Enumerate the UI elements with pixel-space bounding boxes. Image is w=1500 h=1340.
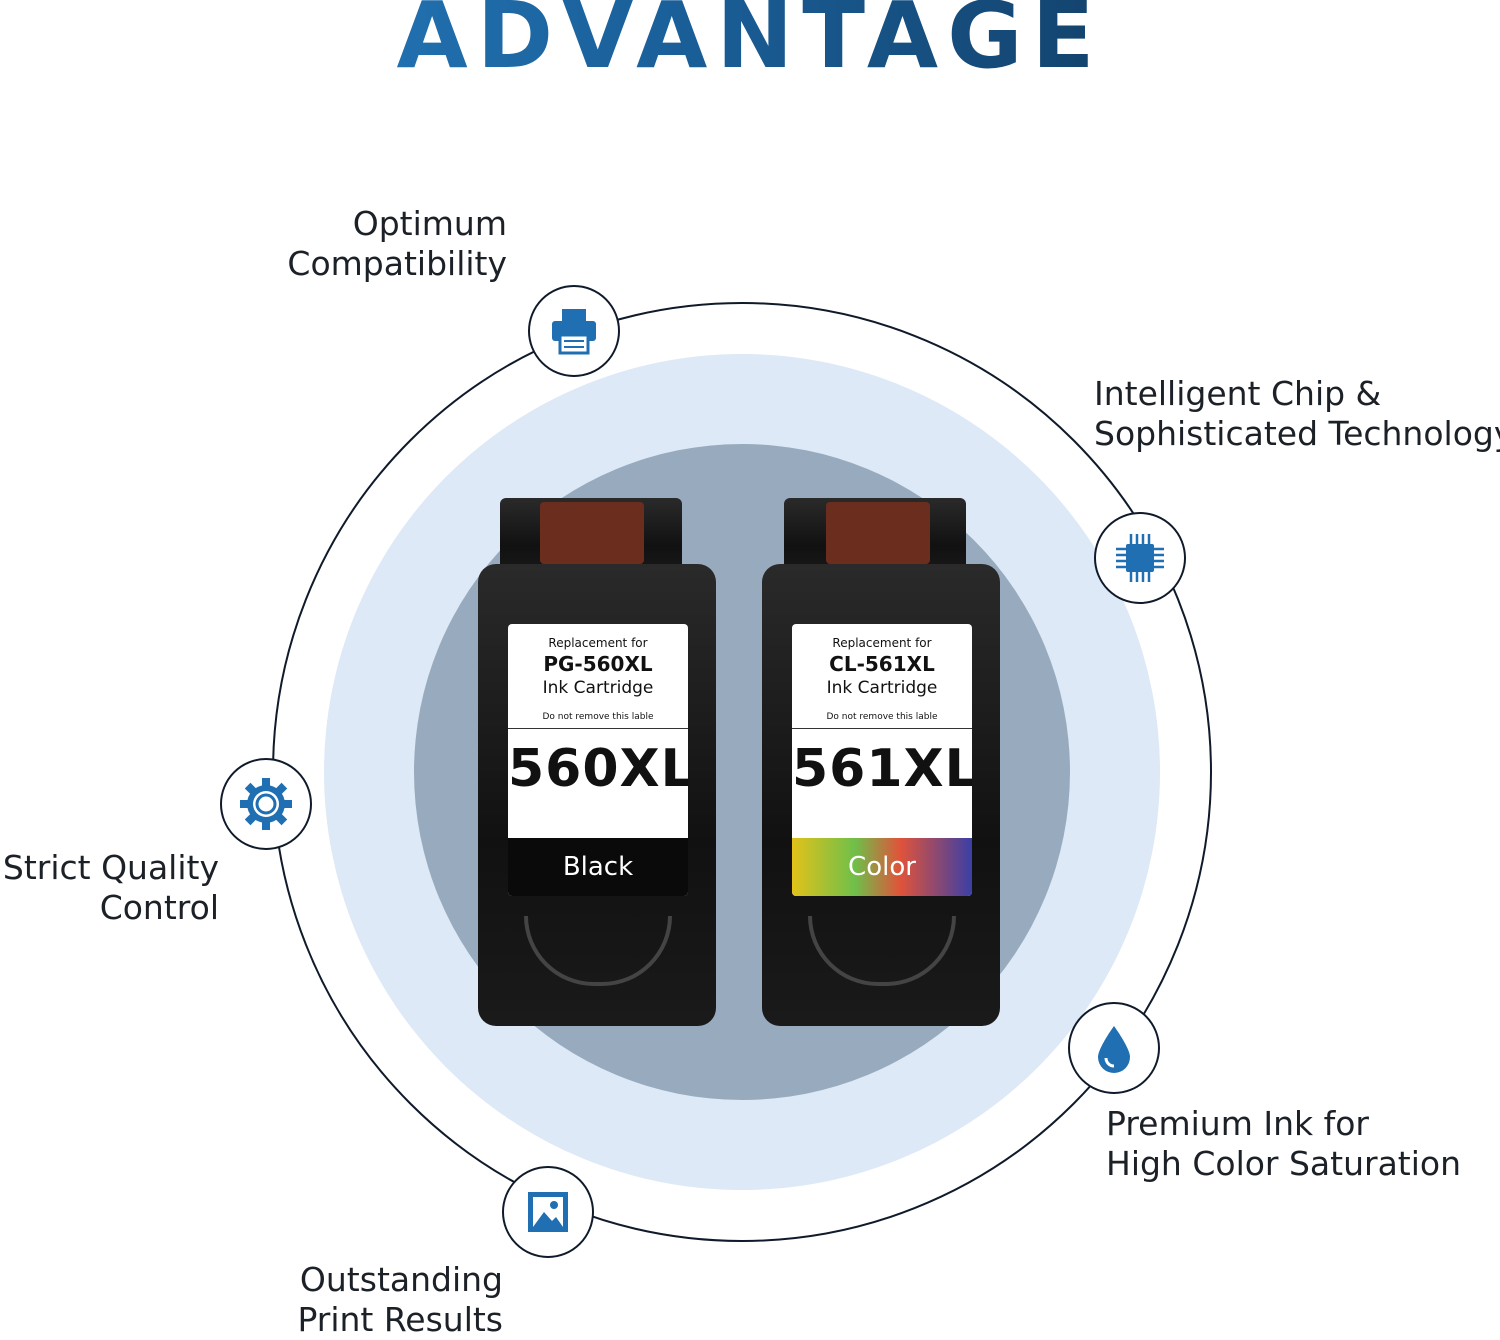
feature-ink: Premium Ink for High Color Saturation [1106,1104,1461,1184]
black-replacement-text: Replacement for [548,636,648,650]
cartridge-black-chip [540,502,644,564]
chip-icon [1116,534,1164,582]
badge-compatibility [528,285,620,377]
feature-chip-line1: Intelligent Chip & [1094,374,1382,413]
feature-compatibility-line1: Optimum [352,204,507,243]
feature-ink-line2: High Color Saturation [1106,1144,1462,1183]
color-model: CL-561XL [829,652,935,676]
gear-icon [240,778,292,830]
badge-quality [220,758,312,850]
feature-chip: Intelligent Chip & Sophisticated Technol… [1094,374,1500,454]
feature-quality-line1: Strict Quality [2,848,219,887]
color-big-number: 561XL [792,739,972,799]
feature-quality-line2: Control [99,888,219,927]
feature-print-line1: Outstanding [299,1260,503,1299]
cartridge-color-label: Replacement for CL-561XL Ink Cartridge D… [792,624,972,896]
feature-compatibility: Optimum Compatibility [287,204,507,284]
badge-chip [1094,512,1186,604]
black-big-number: 560XL [508,739,688,799]
printer-icon [552,309,596,355]
cartridge-color: Replacement for CL-561XL Ink Cartridge D… [746,498,1004,1026]
color-type: Ink Cartridge [826,678,938,698]
black-band: Black [508,838,688,896]
badge-ink [1068,1002,1160,1094]
color-warning: Do not remove this lable [792,712,972,729]
feature-print-line2: Print Results [297,1300,503,1339]
black-model: PG-560XL [543,652,653,676]
cartridge-color-chip [826,502,930,564]
black-type: Ink Cartridge [542,678,654,698]
badge-print [502,1166,594,1258]
page-title: ADVANTAGE [0,0,1500,89]
feature-compatibility-line2: Compatibility [287,244,507,283]
feature-quality: Strict Quality Control [3,848,219,928]
feature-print: Outstanding Print Results [297,1260,503,1340]
cartridge-black: Replacement for PG-560XL Ink Cartridge D… [462,498,720,1026]
color-replacement-text: Replacement for [832,636,932,650]
feature-ink-line1: Premium Ink for [1106,1104,1369,1143]
ink-drop-icon [1098,1026,1130,1073]
black-warning: Do not remove this lable [508,712,688,729]
cartridge-black-label: Replacement for PG-560XL Ink Cartridge D… [508,624,688,896]
feature-chip-line2: Sophisticated Technology [1094,414,1500,453]
color-band: Color [792,838,972,896]
image-icon [528,1192,568,1232]
